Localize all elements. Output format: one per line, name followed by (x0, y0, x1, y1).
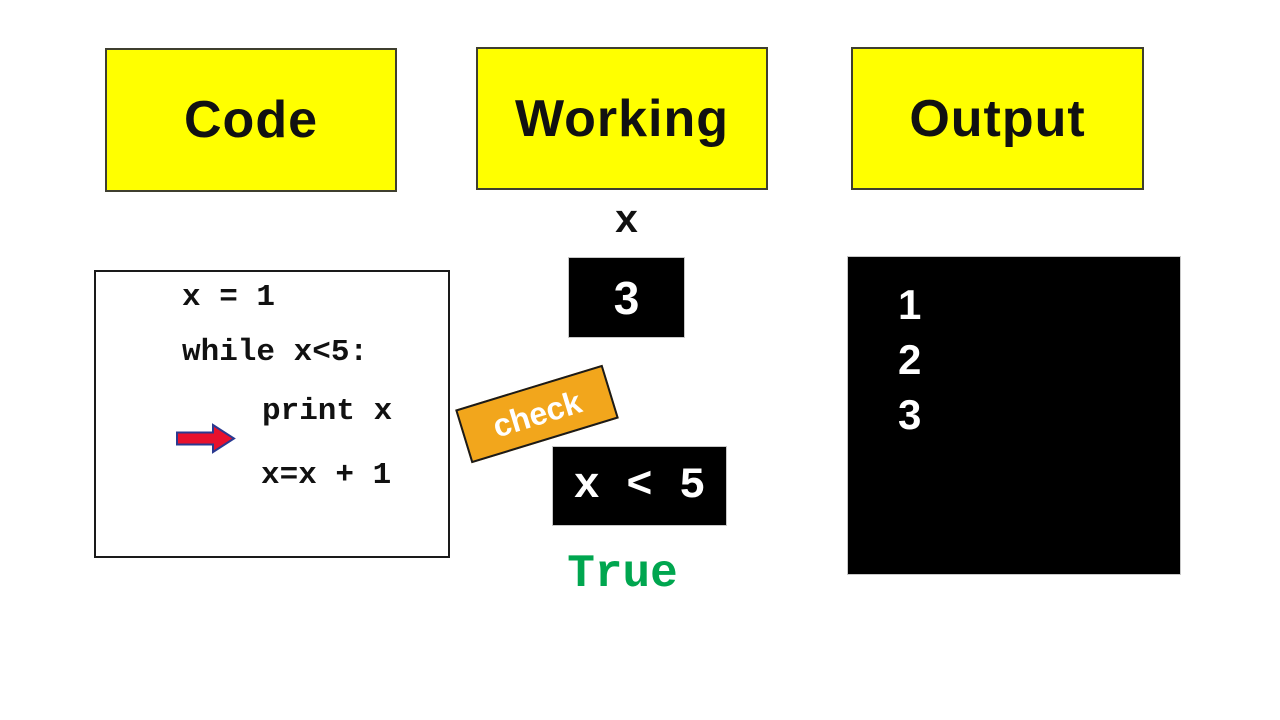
output-header-label: Output (909, 89, 1086, 148)
check-sticker-label: check (488, 383, 586, 445)
working-header-label: Working (514, 89, 730, 148)
condition-box: x < 5 (552, 446, 727, 526)
working-header: Working (476, 47, 768, 190)
code-line-3: print x (262, 394, 393, 429)
output-line-2: 2 (898, 336, 922, 383)
code-line-2: while x<5: (182, 335, 369, 370)
output-header: Output (851, 47, 1144, 190)
variable-value-box: 3 (568, 257, 685, 338)
output-panel: 1 2 3 (847, 256, 1181, 575)
code-line-4: x=x + 1 (261, 458, 392, 493)
condition-result-label: True (567, 548, 678, 600)
code-panel: x = 1 while x<5: print x x=x + 1 (94, 270, 450, 558)
variable-name-label: x (614, 200, 639, 245)
code-header-label: Code (184, 91, 318, 149)
code-line-1: x = 1 (182, 280, 276, 315)
output-line-1: 1 (898, 281, 922, 328)
output-line-3: 3 (898, 391, 922, 438)
code-header: Code (105, 48, 397, 192)
condition-expression: x < 5 (573, 461, 706, 511)
current-line-arrow-icon (176, 423, 236, 454)
variable-value: 3 (613, 271, 640, 324)
